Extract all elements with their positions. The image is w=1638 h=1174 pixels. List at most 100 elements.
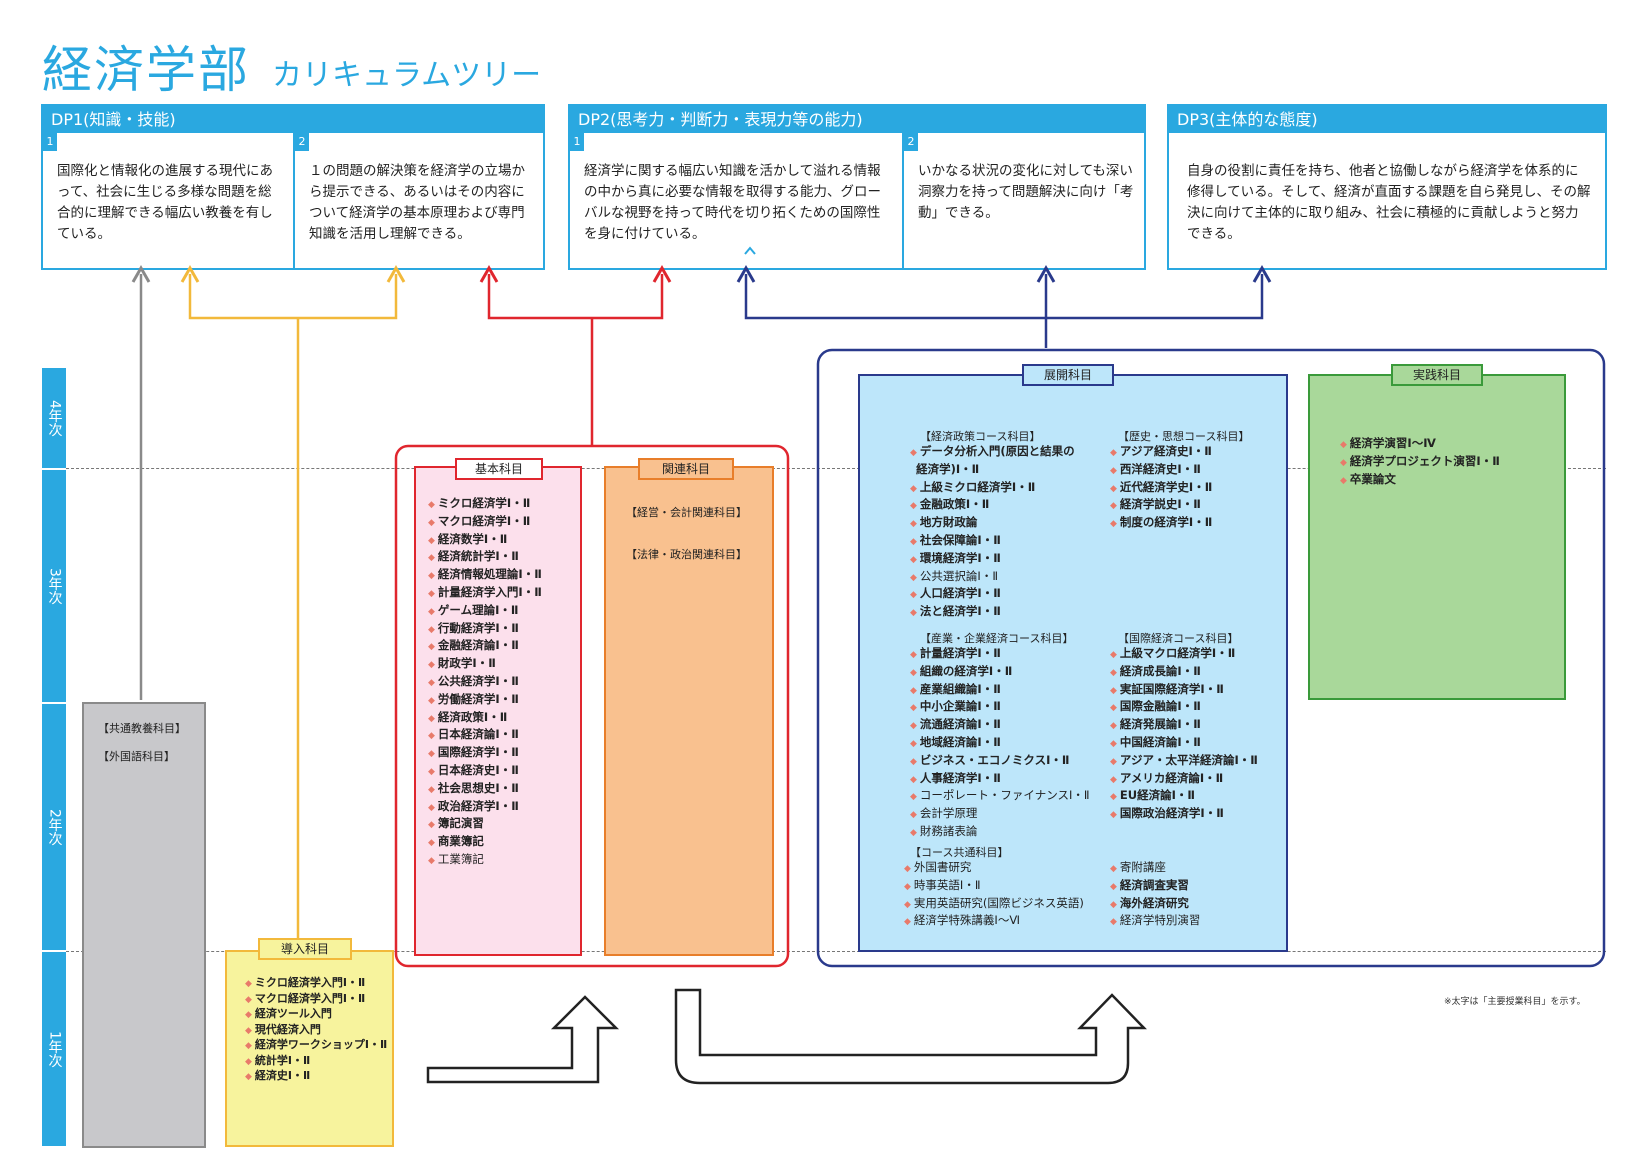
list-item-text: 産業組織論Ⅰ・Ⅱ [919,681,1001,696]
list-item: ◆上級ミクロ経済学Ⅰ・Ⅱ [910,480,1075,498]
bullet-icon: ◆ [1340,440,1347,450]
list-item-text: マクロ経済学入門Ⅰ・Ⅱ [254,991,366,1005]
list-item-text: 計量経済学入門Ⅰ・Ⅱ [437,584,542,599]
list-item: ◆経済学演習Ⅰ～Ⅳ [1340,436,1500,454]
bullet-icon: ◆ [1110,448,1117,458]
page-title: 経済学部 [42,41,250,99]
bullet-icon: ◆ [910,572,917,583]
list-item-text: 公共経済学Ⅰ・Ⅱ [437,673,519,688]
bullet-icon: ◆ [910,501,917,512]
list-item-text: 金融政策Ⅰ・Ⅱ [919,497,990,512]
bullet-icon: ◆ [904,899,911,910]
bullet-icon: ◆ [1340,457,1347,468]
list-item-text: 政治経済学Ⅰ・Ⅱ [437,798,519,813]
bullet-icon: ◆ [910,703,917,714]
list-item: ◆経済政策Ⅰ・Ⅱ [428,710,542,728]
list-item-text: マクロ経済学Ⅰ・Ⅱ [437,513,531,528]
list-item-text: 実用英語研究(国際ビジネス英語) [913,895,1084,910]
bullet-icon: ◆ [910,590,917,601]
list-item: ◆金融経済論Ⅰ・Ⅱ [428,638,542,656]
basic-list: ◆ミクロ経済学Ⅰ・Ⅱ◆マクロ経済学Ⅰ・Ⅱ◆経済数学Ⅰ・Ⅱ◆経済統計学Ⅰ・Ⅱ◆経済… [428,496,542,870]
list-item-text: 寄附講座 [1119,860,1166,874]
list-item-text: 流通経済論Ⅰ・Ⅱ [919,717,1001,732]
list-item: ◆実証国際経済学Ⅰ・Ⅱ [1110,682,1258,700]
practice-label: 実践科目 [1391,364,1483,386]
list-item: ◆法と経済学Ⅰ・Ⅱ [910,604,1075,622]
list-item: ◆時事英語Ⅰ・Ⅱ [904,878,1084,896]
list-item-text: 上級ミクロ経済学Ⅰ・Ⅱ [919,479,1036,494]
bullet-icon: ◆ [428,784,435,795]
red-connector [487,274,664,446]
list-item: ◆統計学Ⅰ・Ⅱ [245,1054,387,1070]
dp2-caret-icon [744,246,756,255]
list-item: ◆産業組織論Ⅰ・Ⅱ [910,682,1090,700]
year-1-label: 1年次 [46,1030,63,1068]
list-item-text: 計量経済学Ⅰ・Ⅱ [919,646,1001,660]
list-item: ◆経済数学Ⅰ・Ⅱ [428,532,542,550]
list-item-text: 経済史Ⅰ・Ⅱ [254,1069,311,1082]
list-item: ◆計量経済学入門Ⅰ・Ⅱ [428,585,542,603]
dp1-col2: 2 １の問題の解決策を経済学の立場から提示できる、あるいはその内容について経済学… [293,133,543,268]
advanced-group-6-list: ◆寄附講座◆経済調査実習◆海外経済研究◆経済学特別演習 [1110,860,1200,931]
list-item: ◆財政学Ⅰ・Ⅱ [428,656,542,674]
list-item-text: 経済学プロジェクト演習Ⅰ・Ⅱ [1349,453,1500,468]
list-item: ◆アジア・太平洋経済論Ⅰ・Ⅱ [1110,753,1258,771]
bullet-icon: ◆ [1110,501,1117,512]
navy-arrowhead-2 [1036,264,1056,283]
list-item-text: 経済調査実習 [1119,877,1189,892]
list-item-text: 国際金融論Ⅰ・Ⅱ [1119,699,1201,714]
dp1-col1: 1 国際化と情報化の進展する現代にあって、社会に生じる多様な問題を総合的に理解で… [43,133,293,268]
bullet-icon: ◆ [910,827,917,838]
year-2-label: 2年次 [46,808,63,846]
bullet-icon: ◆ [910,685,917,696]
list-item-text: ビジネス・エコノミクスⅠ・Ⅱ [919,752,1070,767]
advanced-group-4-title: 【国際経済コース科目】 [1118,632,1239,645]
bullet-icon: ◆ [910,519,917,530]
advanced-label: 展開科目 [1022,364,1114,386]
dp1-col2-number: 2 [295,133,309,151]
advanced-group-1-list: ◆データ分析入門(原因と結果の 経済学)Ⅰ・Ⅱ◆上級ミクロ経済学Ⅰ・Ⅱ◆金融政策… [910,444,1075,622]
bullet-icon: ◆ [910,756,917,767]
dp2-col2: 2 いかなる状況の変化に対しても深い洞察力を持って問題解決に向け「考動」できる。 [902,133,1144,268]
list-item-text: コーポレート・ファイナンスⅠ・Ⅱ [919,788,1090,803]
list-item-text: 統計学Ⅰ・Ⅱ [254,1053,311,1067]
list-item: ◆財務諸表論 [910,824,1090,842]
bullet-icon: ◆ [428,731,435,742]
list-item: ◆国際金融論Ⅰ・Ⅱ [1110,699,1258,717]
list-item: ◆地域経済論Ⅰ・Ⅱ [910,735,1090,753]
related-item-2: 【法律・政治関連科目】 [626,548,747,561]
dp2-col2-number: 2 [904,133,918,151]
bullet-icon: ◆ [910,536,917,547]
list-item-text: 金融経済論Ⅰ・Ⅱ [437,638,519,653]
advanced-group-5-title: 【コース共通科目】 [910,846,1009,859]
advanced-box: 【経済政策コース科目】 ◆データ分析入門(原因と結果の 経済学)Ⅰ・Ⅱ◆上級ミク… [858,374,1288,952]
list-item: ◆流通経済論Ⅰ・Ⅱ [910,717,1090,735]
list-item: ◆経済情報処理論Ⅰ・Ⅱ [428,567,542,585]
list-item-text: 外国書研究 [913,860,972,874]
year-3-label: 3年次 [46,567,63,605]
bullet-icon: ◆ [428,802,435,813]
bullet-icon: ◆ [428,517,435,528]
list-item-text: ミクロ経済学入門Ⅰ・Ⅱ [254,976,366,989]
list-item-text: 経済政策Ⅰ・Ⅱ [437,709,508,724]
list-item-text: 工業簿記 [437,851,484,866]
list-item-text: 法と経済学Ⅰ・Ⅱ [919,604,1001,619]
bullet-icon: ◆ [428,838,435,849]
list-item-text: 人口経済学Ⅰ・Ⅱ [919,586,1001,601]
dp1-col2-text: １の問題の解決策を経済学の立場から提示できる、あるいはその内容について経済学の基… [309,163,525,242]
bullet-icon: ◆ [1110,917,1117,928]
bullet-icon: ◆ [428,660,435,671]
list-item-text: 海外経済研究 [1119,895,1189,910]
list-item-text: 卒業論文 [1349,471,1396,486]
bullet-icon: ◆ [1340,475,1347,486]
list-item-text: 経済数学Ⅰ・Ⅱ [437,531,508,546]
list-item: ◆日本経済史Ⅰ・Ⅱ [428,763,542,781]
bullet-icon: ◆ [910,608,917,619]
list-item-text: 人事経済学Ⅰ・Ⅱ [919,770,1001,785]
bullet-icon: ◆ [910,448,917,458]
list-item: ◆西洋経済史Ⅰ・Ⅱ [1110,462,1212,480]
yellow-arrowhead-1 [180,264,200,283]
year-2-bar: 2年次 [42,704,66,950]
list-item: ◆コーポレート・ファイナンスⅠ・Ⅱ [910,788,1090,806]
gray-arrowhead [131,264,151,283]
